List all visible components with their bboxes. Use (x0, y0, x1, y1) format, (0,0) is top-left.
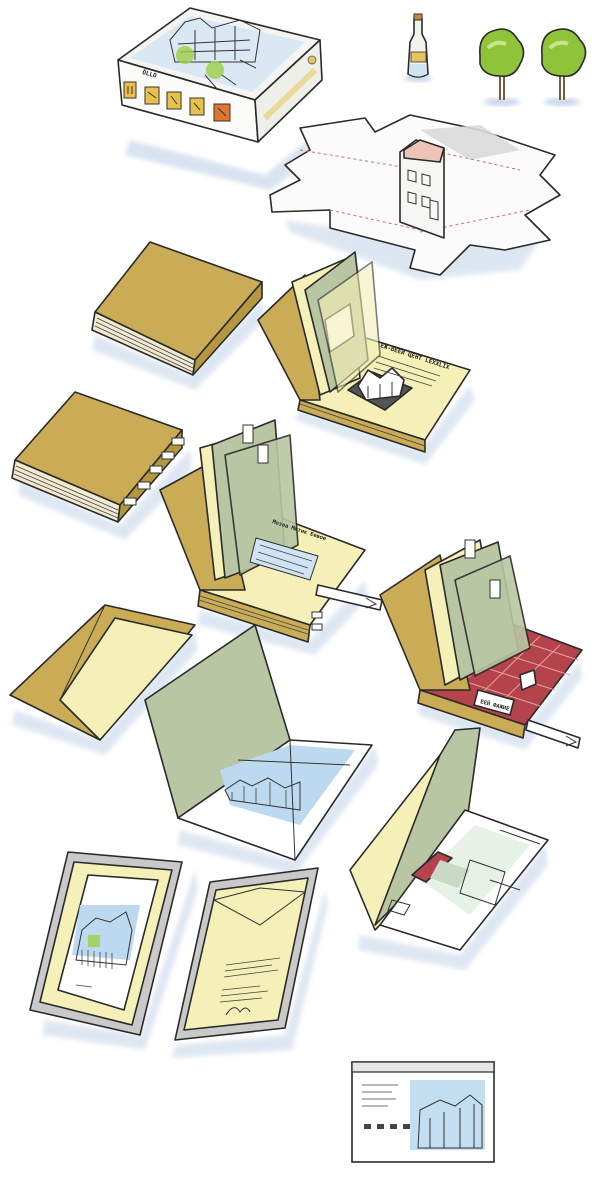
book-icon (91, 241, 265, 390)
brick-book-icon: ЕЕЙ ФАЖИЕ (379, 539, 583, 750)
box-net-icon (269, 114, 561, 280)
gift-box-icon: ÖLLO (117, 7, 325, 190)
bottle-icon (404, 13, 432, 82)
tabbed-book-icon: Мозна Мютик Еевое (159, 419, 383, 655)
book-icon (11, 391, 192, 540)
tree-icon (540, 28, 587, 106)
open-folder-icon (144, 624, 378, 875)
browser-window-icon (351, 1061, 495, 1163)
box-tab-label: ÖLLO (141, 69, 157, 80)
picture-frame-icon (172, 867, 328, 1058)
tree-icon (479, 28, 525, 106)
folder-icon (9, 604, 198, 755)
interior-folder-icon (349, 727, 549, 970)
box-tabs (123, 81, 231, 122)
pop-up-book-icon: ЕЖ-ВЕЕЙ ЦЕНТ LEXXLIX (257, 251, 475, 465)
picture-frame-icon (29, 851, 198, 1050)
